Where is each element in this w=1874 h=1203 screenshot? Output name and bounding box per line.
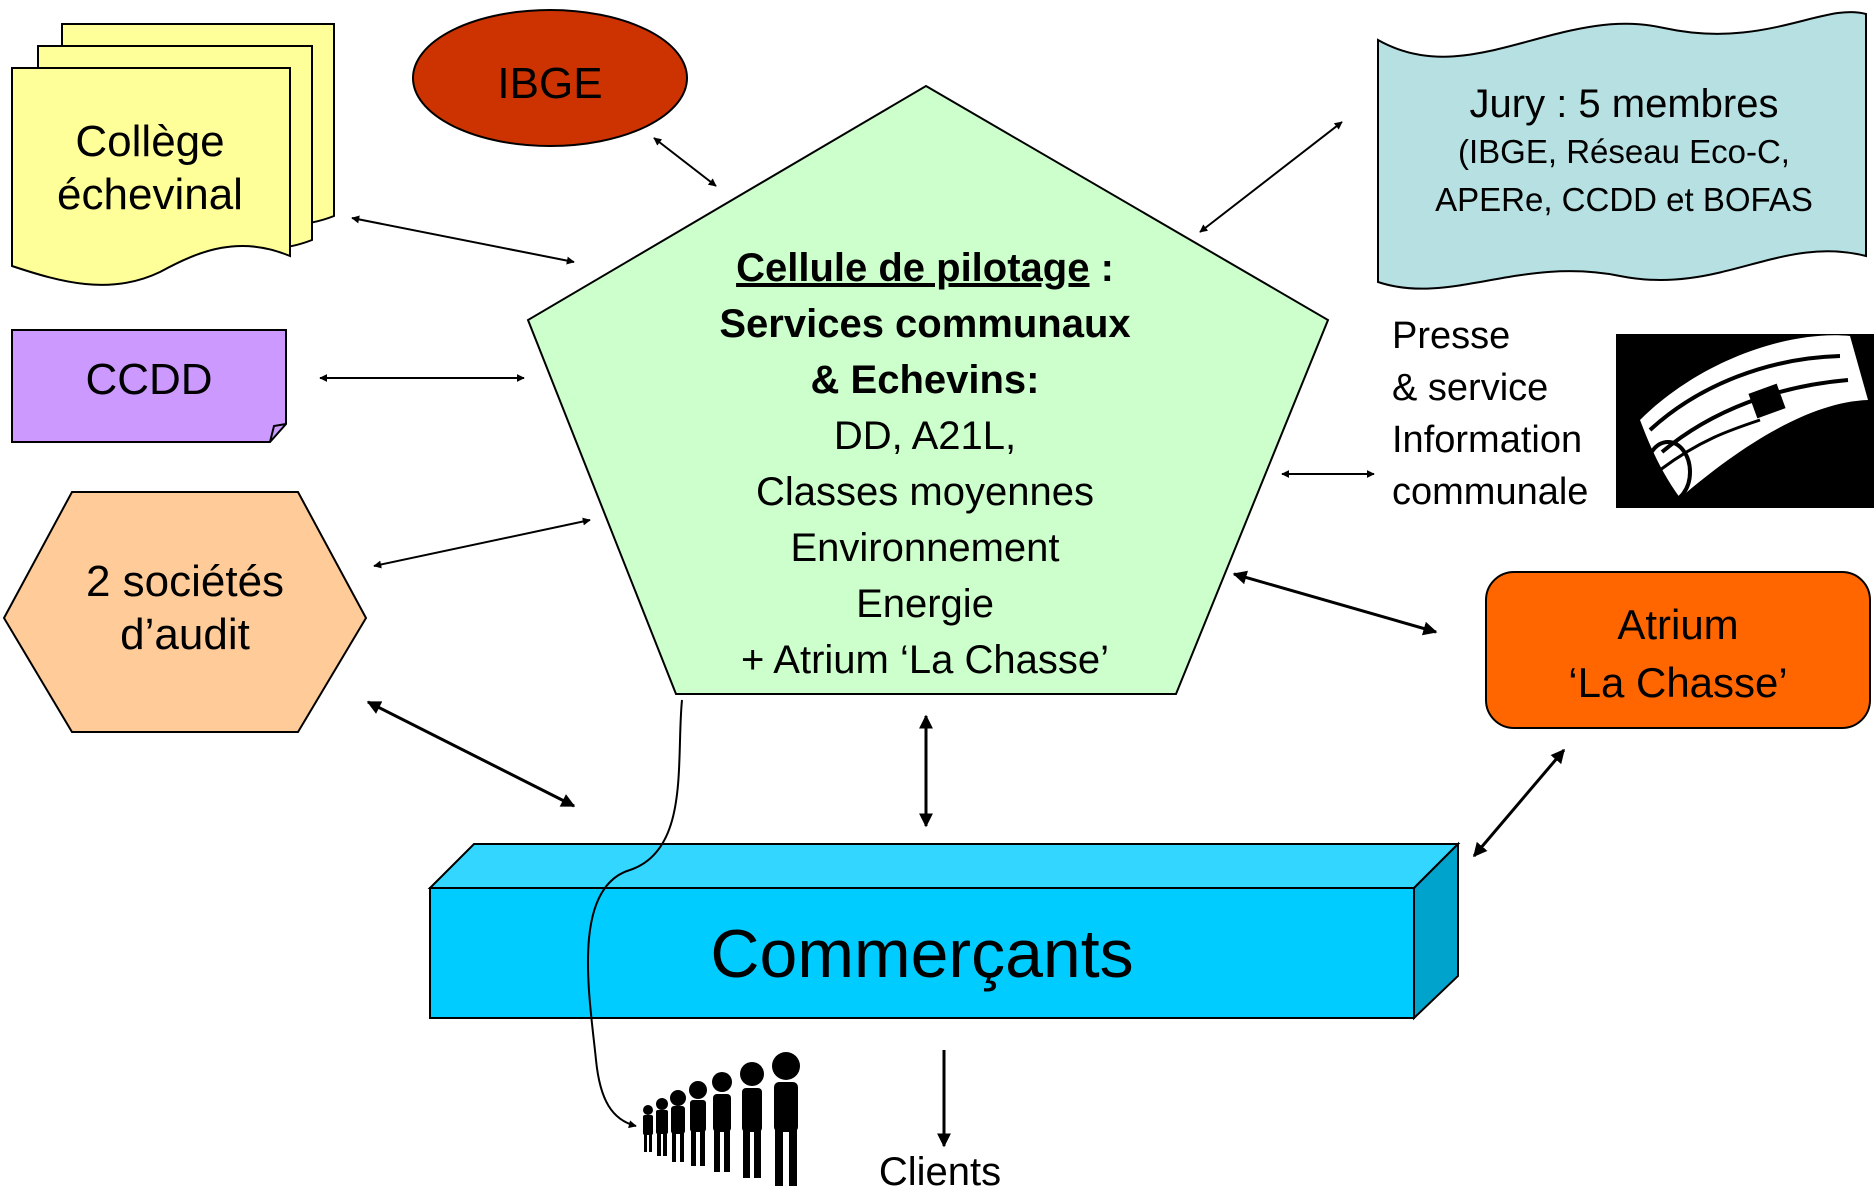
jury-line3: APERe, CCDD et BOFAS (1435, 181, 1813, 218)
cellule-line4: DD, A21L, (833, 414, 1017, 458)
jury-line2: (IBGE, Réseau Eco-C, (1458, 133, 1790, 170)
cellule-line7: Energie (856, 582, 994, 626)
arrow-college-cellule (351, 215, 575, 265)
cellule-label: Cellule de pilotage : Services communaux… (640, 240, 1210, 688)
presse-line1: Presse (1392, 315, 1511, 357)
cellule-title-colon: : (1089, 246, 1114, 290)
cellule-title: Cellule de pilotage : (640, 240, 1210, 296)
arrow-jury-cellule (1199, 121, 1343, 233)
jury-label: Jury : 5 membres (IBGE, Réseau Eco-C, AP… (1384, 80, 1864, 224)
audit-label: 2 sociétés d’audit (40, 556, 330, 662)
cellule-title-underlined: Cellule de pilotage (736, 246, 1090, 290)
cellule-line3: & Echevins: (810, 358, 1040, 402)
cellule-pentagon (526, 84, 1330, 695)
arrow-ibge-cellule (653, 137, 717, 187)
arrow-atrium-cellule (1232, 570, 1438, 636)
atrium-label: Atrium ‘La Chasse’ (1490, 596, 1866, 712)
atrium-line1: Atrium (1617, 601, 1739, 648)
ccdd-shape (11, 329, 287, 443)
audit-line2: d’audit (120, 609, 250, 659)
clients-label: Clients (878, 1150, 1002, 1194)
atrium-shape (1485, 571, 1871, 729)
commercants-label: Commerçants (710, 916, 1134, 992)
cellule-line2: Services communaux (719, 302, 1131, 346)
presse-line4: communale (1392, 471, 1589, 513)
ibge-ellipse (412, 9, 688, 147)
presse-line3: Information (1392, 419, 1583, 461)
cellule-line5: Classes moyennes (756, 470, 1094, 514)
ccdd-label: CCDD (85, 355, 213, 404)
audit-line1: 2 sociétés (85, 557, 285, 606)
college-line2: échevinal (57, 169, 243, 219)
jury-banner (1377, 11, 1867, 290)
college-echevinal-label: Collège échevinal (18, 116, 282, 222)
audit-hexagon (2, 491, 368, 733)
arrow-atrium-commercants (1472, 748, 1566, 858)
presse-label: Presse & service Information communale (1392, 310, 1622, 518)
ibge-label: IBGE (497, 59, 603, 108)
people-queue-icon (643, 1052, 800, 1186)
newspaper-icon (1616, 334, 1874, 508)
cellule-line8: + Atrium ‘La Chasse’ (741, 638, 1109, 682)
atrium-line2: ‘La Chasse’ (1568, 659, 1788, 706)
presse-line2: & service (1392, 367, 1549, 409)
jury-line1: Jury : 5 membres (1469, 82, 1779, 126)
cellule-line6: Environnement (790, 526, 1060, 570)
college-echevinal-shape (11, 23, 335, 286)
college-line1: Collège (75, 117, 225, 166)
arrow-audit-cellule (373, 517, 591, 569)
arrow-audit-commercants (366, 700, 576, 808)
clients-curve-connector (586, 699, 683, 1129)
